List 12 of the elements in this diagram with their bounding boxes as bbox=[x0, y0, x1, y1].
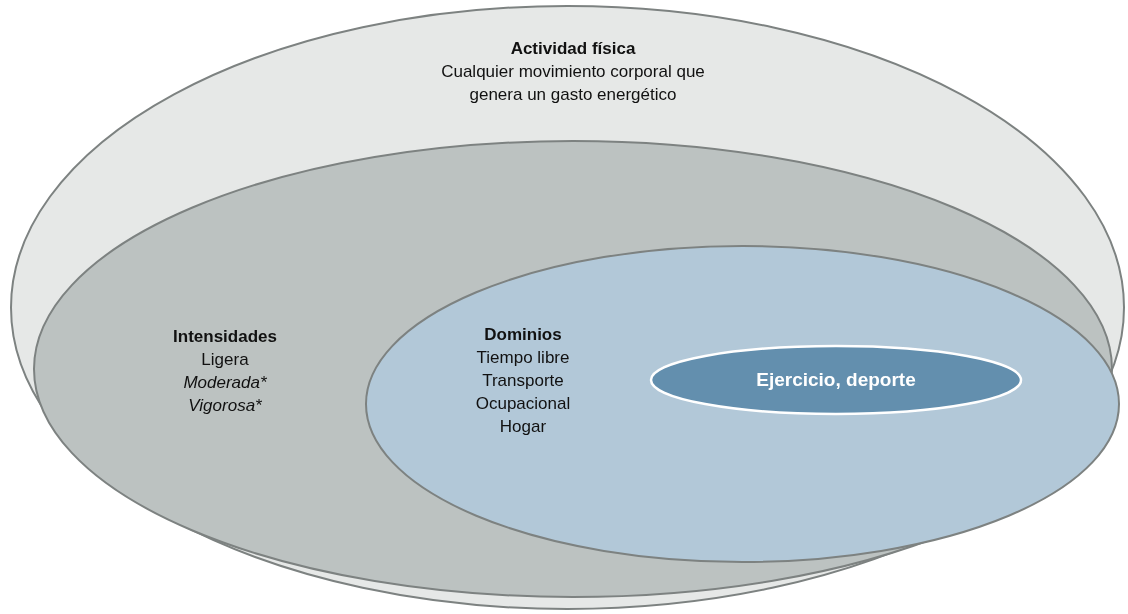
list-item: Hogar bbox=[499, 416, 547, 438]
heading: Actividad física bbox=[510, 38, 636, 60]
list-item: Vigorosa* bbox=[188, 395, 262, 417]
list-item: Ocupacional bbox=[475, 393, 571, 415]
heading: Dominios bbox=[484, 324, 562, 346]
list-item: Moderada* bbox=[183, 372, 267, 394]
list-item: Transporte bbox=[482, 370, 564, 392]
heading: Intensidades bbox=[173, 326, 277, 348]
heading: Ejercicio, deporte bbox=[756, 368, 916, 391]
list-item: Ligera bbox=[201, 349, 249, 371]
description: Cualquier movimiento corporal que genera un gasto energético bbox=[440, 61, 706, 106]
list-item: Tiempo libre bbox=[476, 347, 570, 369]
